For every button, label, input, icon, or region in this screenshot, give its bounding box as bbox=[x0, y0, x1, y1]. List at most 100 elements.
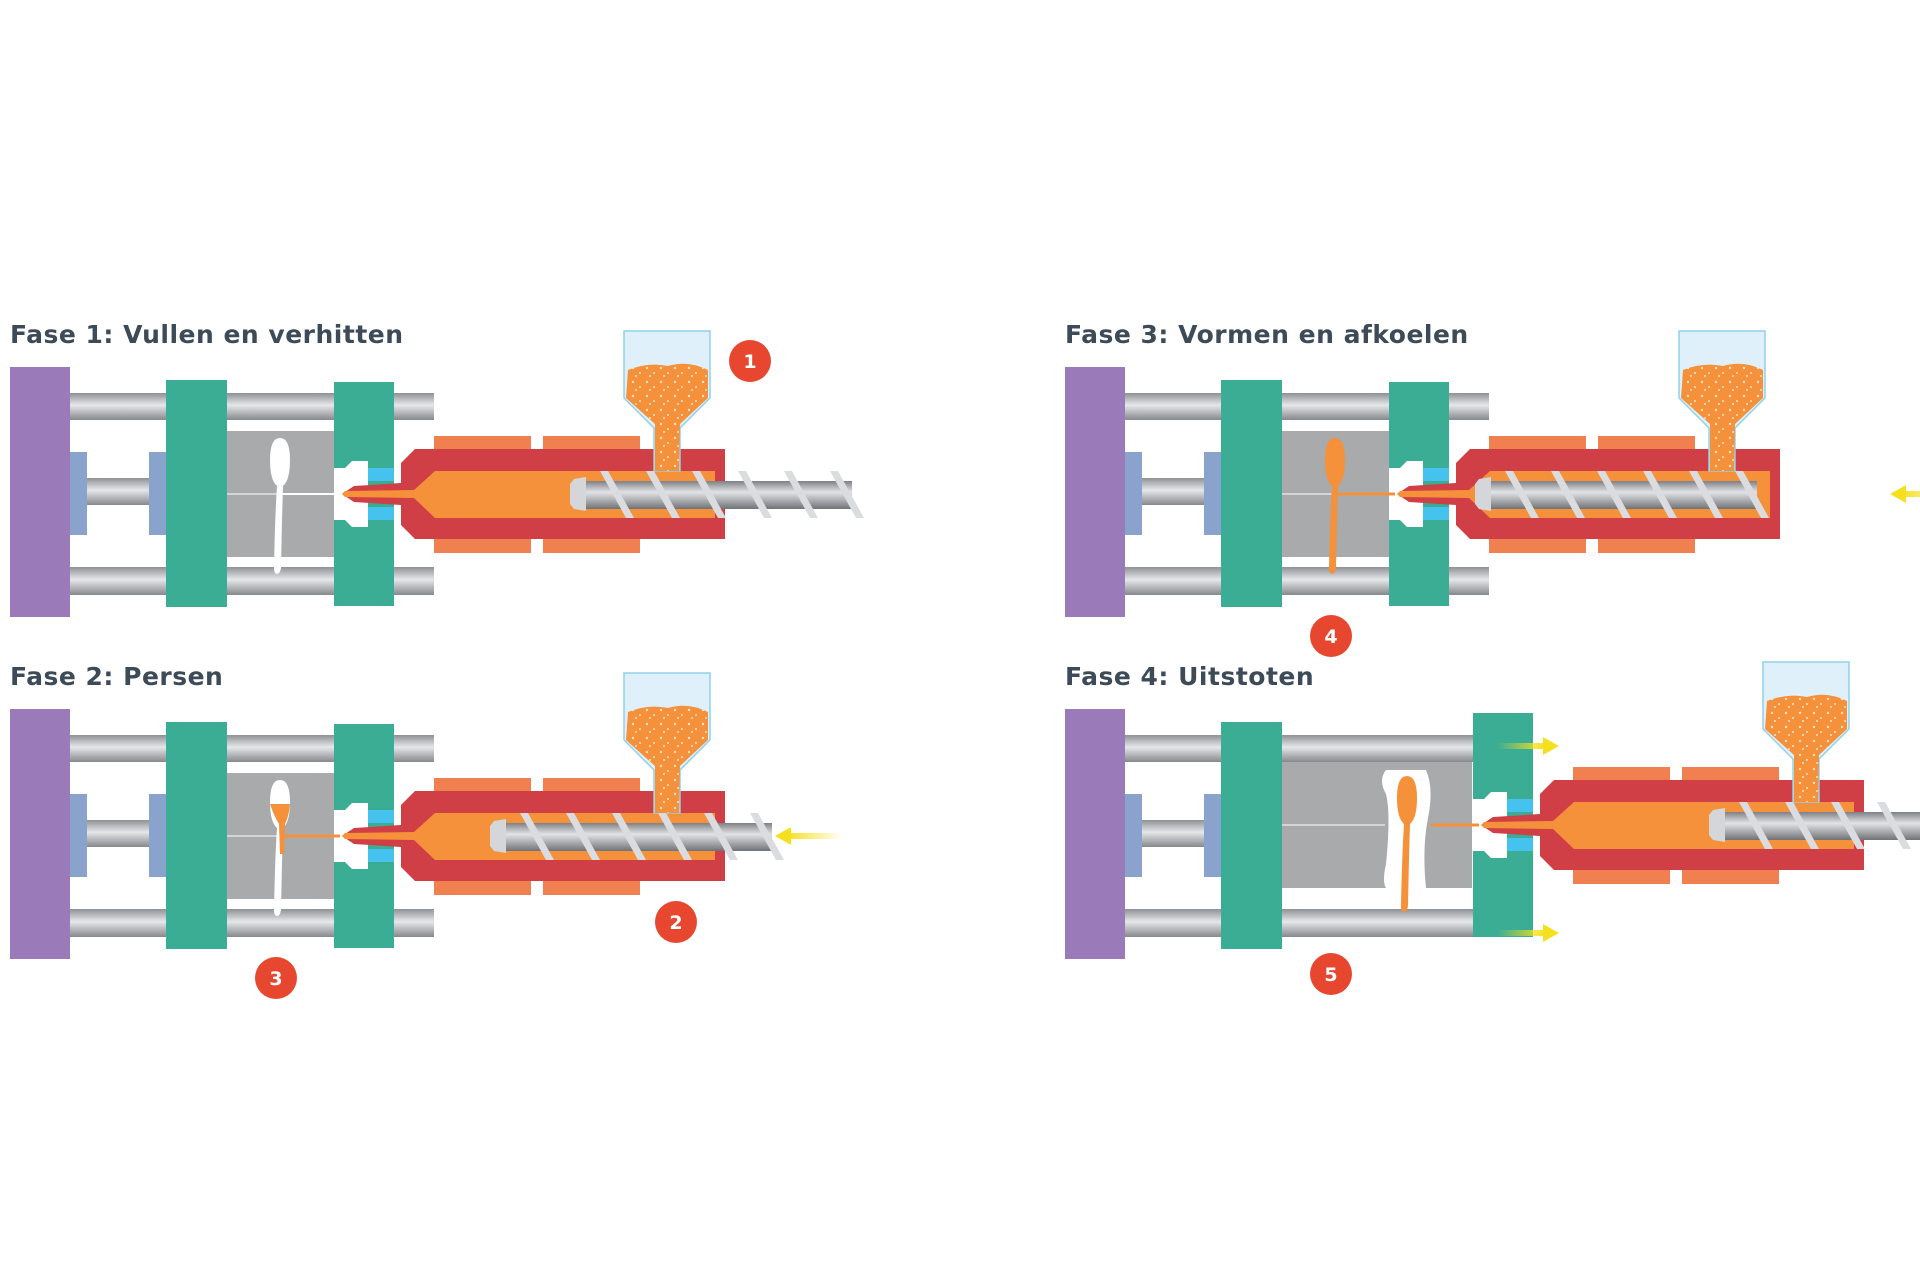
heater-band bbox=[1489, 539, 1586, 553]
heater-band bbox=[1489, 436, 1586, 450]
phase-2-panel: Fase 2: Persen 2 3 bbox=[10, 662, 843, 999]
screw-flight bbox=[1505, 471, 1539, 518]
screw-flight bbox=[1831, 802, 1865, 849]
fixed-platen bbox=[334, 724, 394, 948]
ejector-block bbox=[1204, 794, 1221, 877]
fixed-platen bbox=[334, 382, 394, 606]
phase-title: Fase 3: Vormen en afkoelen bbox=[1065, 320, 1469, 349]
screw-tip bbox=[1709, 808, 1725, 842]
screw-tip bbox=[1475, 477, 1491, 511]
screw-flight bbox=[830, 471, 864, 518]
fixed-platen-group bbox=[334, 724, 394, 948]
heater-band bbox=[1682, 767, 1779, 781]
ejector-block bbox=[70, 452, 87, 535]
screw-flight bbox=[658, 813, 692, 860]
injection-unit bbox=[1397, 330, 1780, 553]
screw bbox=[1475, 471, 1769, 518]
tie-rod-top bbox=[1125, 735, 1519, 762]
clamp-plate bbox=[1065, 367, 1125, 617]
screw-flight bbox=[566, 813, 600, 860]
moving-platen bbox=[1221, 380, 1282, 607]
screw-flight bbox=[646, 471, 680, 518]
open-arrow-shaft bbox=[1497, 930, 1545, 936]
nozzle-seal-top bbox=[1423, 468, 1449, 481]
step-badge bbox=[255, 957, 297, 999]
nozzle-seal-bottom bbox=[368, 849, 394, 862]
step-badge-number: 4 bbox=[1324, 626, 1337, 648]
tie-rod-bottom bbox=[1125, 909, 1519, 937]
screw-flight bbox=[1643, 471, 1677, 518]
push-arrow-shaft bbox=[1902, 491, 1920, 497]
heater-band bbox=[543, 436, 640, 450]
fixed-platen-group bbox=[1389, 382, 1449, 606]
phase-title: Fase 4: Uitstoten bbox=[1065, 662, 1314, 691]
heater-band bbox=[1573, 767, 1670, 781]
screw bbox=[490, 813, 784, 860]
phase-3-panel: Fase 3: Vormen en afkoelen 4 bbox=[1065, 320, 1920, 657]
nozzle-seal-bottom bbox=[368, 507, 394, 520]
screw-flight bbox=[704, 813, 738, 860]
moving-platen bbox=[166, 722, 227, 949]
heater-band bbox=[434, 539, 531, 553]
screw-flight bbox=[520, 813, 554, 860]
screw-flight bbox=[1551, 471, 1585, 518]
step-badge bbox=[729, 340, 771, 382]
open-arrow-head bbox=[1543, 737, 1559, 755]
step-badge bbox=[1310, 615, 1352, 657]
push-arrow-head bbox=[1890, 485, 1906, 503]
nozzle-seal-top bbox=[368, 810, 394, 823]
screw bbox=[570, 471, 864, 518]
open-arrow-shaft bbox=[1497, 743, 1545, 749]
clamp-plate bbox=[10, 367, 70, 617]
step-badge-number: 5 bbox=[1324, 964, 1337, 986]
step-badge-number: 3 bbox=[269, 968, 282, 990]
injection-unit bbox=[342, 330, 864, 553]
screw-flight bbox=[1597, 471, 1631, 518]
heater-band bbox=[1598, 539, 1695, 553]
heater-band bbox=[434, 778, 531, 792]
product-cavity bbox=[270, 438, 290, 574]
fixed-platen-group bbox=[334, 382, 394, 606]
moving-platen bbox=[1221, 722, 1282, 949]
heater-band bbox=[434, 436, 531, 450]
step-badge-number: 1 bbox=[743, 351, 756, 373]
ejector-rod bbox=[1142, 820, 1204, 847]
screw-tip bbox=[490, 819, 506, 853]
fixed-platen bbox=[1389, 382, 1449, 606]
ejector-block bbox=[70, 794, 87, 877]
screw bbox=[1709, 802, 1920, 849]
push-arrow-head bbox=[775, 827, 791, 845]
step-badge bbox=[1310, 953, 1352, 995]
screw-flight bbox=[784, 471, 818, 518]
step-badge-number: 2 bbox=[669, 912, 682, 934]
phase-title: Fase 2: Persen bbox=[10, 662, 223, 691]
plastic-pellets bbox=[1765, 694, 1847, 802]
ejector-block bbox=[1125, 452, 1142, 535]
ejector-rod bbox=[87, 820, 149, 847]
fixed-platen-group bbox=[1473, 713, 1533, 937]
heater-band bbox=[543, 881, 640, 895]
ejector-rod bbox=[87, 478, 149, 505]
heater-band bbox=[1598, 436, 1695, 450]
clamp-plate bbox=[1065, 709, 1125, 959]
injection-unit bbox=[342, 672, 784, 895]
screw-flight bbox=[1785, 802, 1819, 849]
screw-flight bbox=[612, 813, 646, 860]
nozzle-seal-bottom bbox=[1507, 838, 1533, 851]
heater-band bbox=[1573, 870, 1670, 884]
screw-flight bbox=[692, 471, 726, 518]
open-arrow-head bbox=[1543, 924, 1559, 942]
heater-band bbox=[434, 881, 531, 895]
push-arrow-shaft bbox=[787, 833, 843, 839]
screw-flight bbox=[1689, 471, 1723, 518]
step-badge bbox=[655, 901, 697, 943]
heater-band bbox=[543, 778, 640, 792]
nozzle-seal-top bbox=[1507, 799, 1533, 812]
injection-unit bbox=[1481, 661, 1920, 884]
phase-1-panel: Fase 1: Vullen en verhitten 1 bbox=[10, 320, 864, 617]
ejector-block bbox=[149, 452, 166, 535]
ejector-block bbox=[1204, 452, 1221, 535]
ejector-rod bbox=[1142, 478, 1204, 505]
plastic-pellets bbox=[1681, 363, 1763, 471]
